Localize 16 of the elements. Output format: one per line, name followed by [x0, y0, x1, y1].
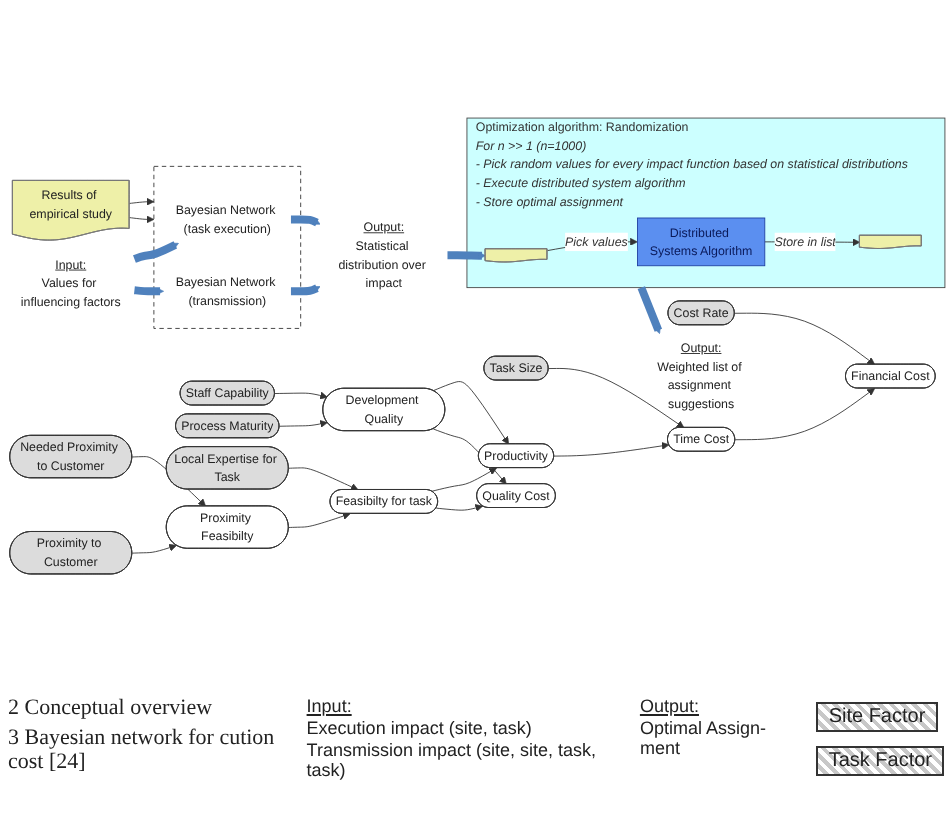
- note-text: Transmission impact (site, site, task, task): [306, 740, 598, 780]
- arrow: [445, 251, 486, 260]
- arrow: [288, 215, 321, 227]
- note-text: Execution impact (site, task): [306, 718, 532, 738]
- note-heading: Output:: [639, 696, 699, 716]
- figure-caption: 3 Bayesian network for cution cost [24]: [8, 726, 277, 774]
- arrow: [637, 286, 663, 334]
- note-text: Optimal Assign- ment: [639, 718, 768, 758]
- arrow: [288, 284, 321, 296]
- legend-key: Site Factor: [816, 702, 938, 732]
- note-heading: Input:: [306, 696, 352, 716]
- figure-caption: 2 Conceptual overview: [8, 696, 215, 720]
- arrow: [132, 241, 179, 263]
- arrow: [132, 286, 164, 296]
- legend-key: Task Factor: [816, 746, 944, 776]
- cluster: [153, 165, 302, 329]
